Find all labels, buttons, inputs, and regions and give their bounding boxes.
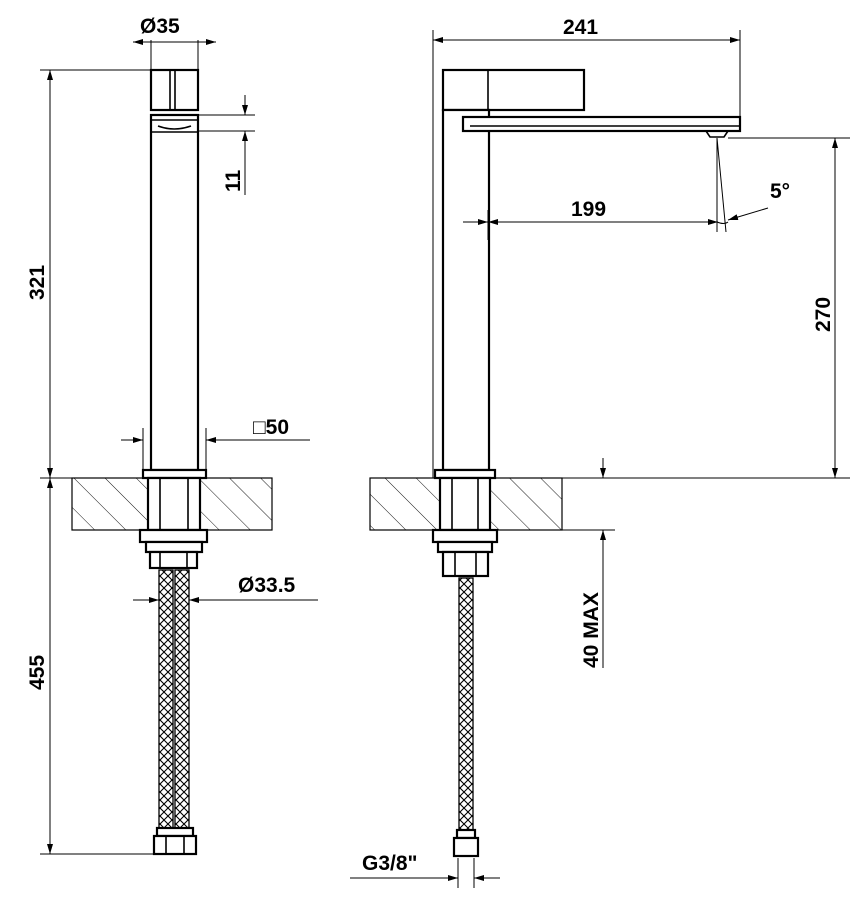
dim-hose-length: 455: [26, 655, 49, 690]
dim-top-diameter: Ø35: [140, 15, 180, 38]
spout-side: [461, 115, 742, 133]
front-view: [40, 68, 273, 856]
dim-spout-reach: 199: [571, 198, 606, 221]
dim-spout-angle: 5°: [770, 180, 790, 203]
faucet-body-side: [441, 108, 491, 472]
dim-hose-diameter: Ø33.5: [238, 574, 296, 597]
dim-connection-thread: G3/8": [362, 852, 417, 875]
dim-aerator-height: 11: [222, 169, 245, 192]
dim-square-base: □50: [253, 416, 289, 439]
dim-total-reach: 241: [563, 16, 598, 39]
side-dimensions: 241 199 5° 270 40 MAX G3/8": [350, 16, 850, 888]
hose-left: [158, 569, 174, 829]
lever-side: [441, 68, 586, 112]
dim-spout-height: 270: [812, 297, 835, 332]
faucet-body-front: [149, 113, 200, 472]
side-view: [369, 68, 850, 858]
front-dimensions: Ø35 321 11 □50 Ø33.5 455: [26, 15, 318, 855]
dim-max-deck-thickness: 40 MAX: [580, 592, 603, 668]
hose-right: [174, 569, 190, 829]
hose-side: [458, 577, 474, 831]
dim-total-height: 321: [26, 265, 49, 300]
